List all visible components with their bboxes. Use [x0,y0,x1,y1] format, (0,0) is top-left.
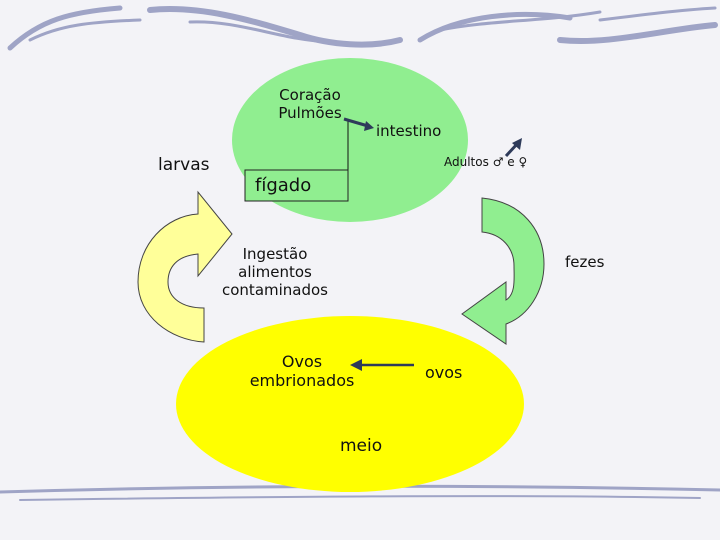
and-text: e [507,155,514,169]
feces-output-arrow [462,198,544,344]
environment-ellipse [176,316,524,492]
male-symbol: ♂ [493,155,504,169]
brush-stroke [20,496,700,500]
ingestion-label: Ingestão alimentos contaminados [212,245,338,299]
brush-stroke [560,25,715,41]
larvae-label: larvas [158,155,209,175]
intestine-label: intestino [376,122,441,140]
heart-lungs-label: Coração Pulmões [268,86,352,122]
brush-stroke [150,9,400,45]
female-symbol: ♀ [519,155,528,169]
adults-exit-arrow [506,138,522,156]
liver-label: fígado [255,175,311,197]
adults-text: Adultos [444,155,489,169]
feces-label: fezes [565,253,604,271]
eggs-label: ovos [425,363,462,382]
embryonated-eggs-label: Ovos embrionados [240,352,364,390]
adults-label: Adultos ♂ e ♀ [444,155,527,169]
environment-label: meio [340,436,382,456]
brush-stroke [600,8,715,20]
